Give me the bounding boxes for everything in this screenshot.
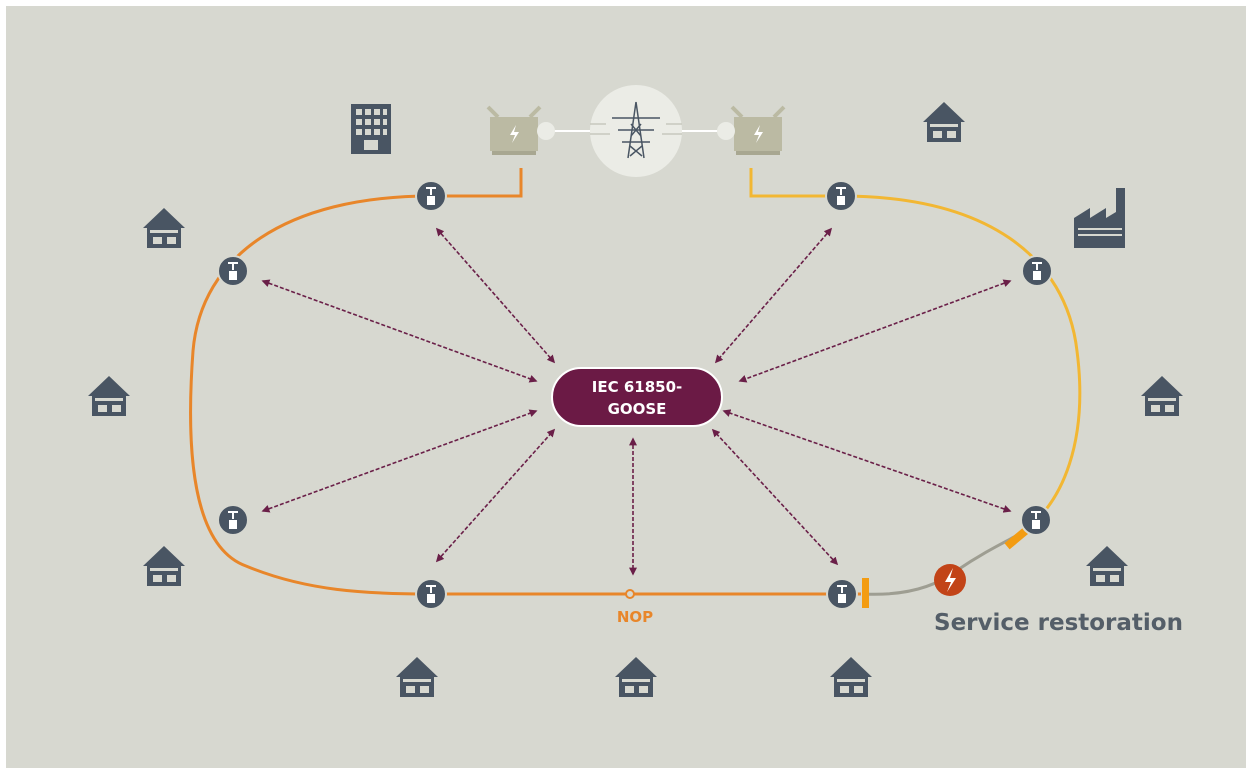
service-restoration-label: Service restoration <box>934 610 1183 636</box>
switch-pole-icon <box>1021 255 1053 287</box>
switch-pole-icon <box>217 504 249 536</box>
substation-connector-left <box>537 122 555 140</box>
lightning-bolt-icon <box>934 564 966 596</box>
house-icon <box>923 102 965 142</box>
house-icon <box>396 657 438 697</box>
transformer-icon <box>486 105 542 157</box>
grid-connection <box>486 85 786 177</box>
open-switch-marker <box>1004 526 1030 550</box>
house-icon <box>143 546 185 586</box>
goose-label-line1: IEC 61850- <box>592 378 682 396</box>
house-icon <box>1086 546 1128 586</box>
goose-label-line2: GOOSE <box>608 400 667 418</box>
feeder-right <box>749 168 1082 538</box>
normally-open-point: NOP <box>617 589 653 626</box>
transformer-icon <box>730 105 786 157</box>
goose-arrow <box>261 279 538 383</box>
house-icon <box>830 657 872 697</box>
goose-arrow <box>738 279 1012 383</box>
goose-arrow <box>722 409 1012 513</box>
goose-hub: IEC 61850- GOOSE <box>551 367 723 427</box>
transmission-tower-icon <box>590 101 682 159</box>
ring-network-diagram: IEC 61850- GOOSE NOP Service restoration <box>88 85 1183 697</box>
switch-pole-icon <box>1020 504 1052 536</box>
goose-arrow <box>711 428 839 566</box>
goose-arrows <box>261 227 1012 576</box>
diagram-canvas: IEC 61850- GOOSE NOP Service restoration <box>6 6 1246 768</box>
goose-arrow <box>261 409 538 513</box>
switch-pole-icon <box>826 578 858 610</box>
house-icon <box>88 376 130 416</box>
house-icon <box>143 208 185 248</box>
open-switch-marker <box>862 578 869 608</box>
office-building-icon <box>351 104 391 154</box>
substation-connector-right <box>717 122 735 140</box>
switch-pole-icon <box>825 180 857 212</box>
house-icon <box>1141 376 1183 416</box>
feeder-left <box>189 168 861 596</box>
house-icon <box>615 657 657 697</box>
factory-icon <box>1074 188 1125 248</box>
switch-pole-icon <box>415 578 447 610</box>
goose-arrow <box>714 227 833 364</box>
switch-pole-icon <box>217 255 249 287</box>
goose-arrow <box>435 428 556 563</box>
goose-arrow <box>435 227 556 364</box>
nop-label: NOP <box>617 608 653 626</box>
switch-pole-icon <box>415 180 447 212</box>
